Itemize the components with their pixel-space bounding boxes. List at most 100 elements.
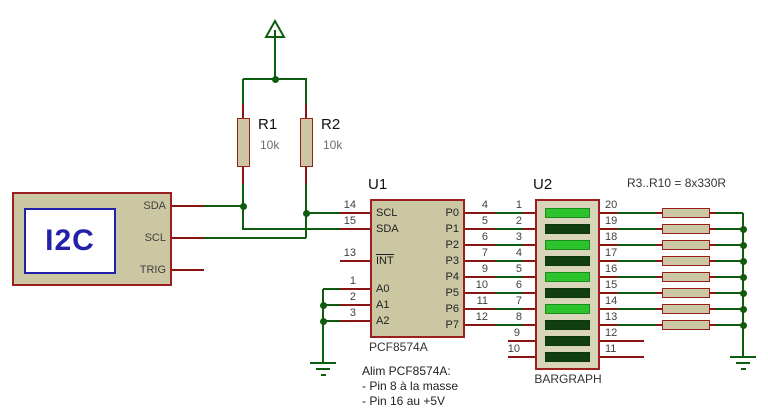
u1-pin-name: P3: [445, 255, 459, 267]
u1-pin-stub: [465, 276, 495, 278]
u1-pin-stub: [465, 260, 495, 262]
u1-pin-stub: [465, 228, 495, 230]
network-label: R3..R10 = 8x330R: [627, 176, 727, 190]
wire: [495, 276, 523, 278]
wire: [242, 79, 244, 104]
i2c-trig-pin: [172, 269, 204, 271]
u1-pin-number: 15: [343, 215, 356, 227]
u1-pin-name: P5: [445, 287, 459, 299]
u2-pin-stub: [600, 260, 618, 262]
u2-pin-stub: [508, 356, 535, 358]
u2-pin-number: 5: [515, 263, 522, 275]
note-line-2: - Pin 8 à la masse: [362, 379, 459, 393]
wire: [716, 244, 743, 246]
u1-pin-name: P2: [445, 239, 459, 251]
network-resistor-lead: [710, 276, 716, 278]
u2-pin-stub: [600, 308, 618, 310]
u1-pin-stub: [465, 308, 495, 310]
network-resistor-r3[interactable]: [662, 208, 710, 218]
wire: [618, 244, 656, 246]
junction-dot: [319, 317, 327, 325]
u2-pin-stub: [600, 340, 644, 342]
addr-ground-wire: [322, 289, 324, 362]
ground-icon: [316, 368, 330, 370]
wire: [716, 308, 743, 310]
network-resistor-lead: [656, 308, 662, 310]
u2-pin-stub: [600, 212, 618, 214]
u2-pin-number: 15: [605, 279, 618, 291]
u1-pin-name: A2: [376, 315, 390, 327]
led-segment-on: [545, 240, 590, 250]
wire: [495, 212, 523, 214]
led-segment-off: [545, 320, 590, 330]
wire: [495, 292, 523, 294]
u2-pin-number: 10: [507, 343, 520, 355]
led-segment-on: [545, 272, 590, 282]
u1-pcf8574a-chip[interactable]: [370, 199, 465, 338]
u2-pin-stub: [523, 244, 535, 246]
i2c-module[interactable]: I2C: [12, 192, 172, 286]
u1-pin-stub: [340, 228, 370, 230]
led-segment-off: [545, 336, 590, 346]
u1-pin-number: 1: [349, 275, 356, 287]
network-resistor-lead: [710, 244, 716, 246]
resistor-r1[interactable]: [237, 118, 250, 167]
network-resistor-lead: [710, 308, 716, 310]
network-resistor-r8[interactable]: [662, 288, 710, 298]
resistor-r2[interactable]: [300, 118, 313, 167]
u2-pin-stub: [523, 308, 535, 310]
u2-pin-number: 1: [515, 199, 522, 211]
u1-pin-stub: [340, 260, 370, 262]
wire: [716, 228, 743, 230]
network-resistor-lead: [710, 324, 716, 326]
u2-pin-number: 16: [605, 263, 618, 275]
u2-pin-number: 13: [605, 311, 618, 323]
network-resistor-lead: [656, 292, 662, 294]
wire: [716, 260, 743, 262]
led-segment-off: [545, 224, 590, 234]
u1-pin-number: 4: [481, 199, 488, 211]
power-wire: [274, 30, 276, 79]
u1-pin-name: A1: [376, 299, 390, 311]
network-resistor-r5[interactable]: [662, 240, 710, 250]
network-resistor-r7[interactable]: [662, 272, 710, 282]
u1-pin-number: 10: [475, 279, 488, 291]
network-resistor-r4[interactable]: [662, 224, 710, 234]
u2-pin-number: 12: [605, 327, 618, 339]
i2c-pin-label-scl: SCL: [144, 232, 166, 244]
led-segment-on: [545, 208, 590, 218]
network-resistor-lead: [656, 212, 662, 214]
network-resistor-r10[interactable]: [662, 320, 710, 330]
r1-value: 10k: [260, 138, 280, 152]
u2-pin-number: 4: [515, 247, 522, 259]
u1-pin-number: 14: [343, 199, 356, 211]
led-segment-off: [545, 288, 590, 298]
u2-pin-number: 7: [515, 295, 522, 307]
note-line-1: Alim PCF8574A:: [362, 364, 451, 378]
led-segment-on: [545, 304, 590, 314]
wire: [323, 320, 340, 322]
network-resistor-r6[interactable]: [662, 256, 710, 266]
u1-pin-stub: [340, 304, 370, 306]
u2-pin-number: 20: [605, 199, 618, 211]
wire: [618, 276, 656, 278]
network-resistor-r9[interactable]: [662, 304, 710, 314]
wire: [618, 324, 656, 326]
network-resistor-lead: [656, 324, 662, 326]
u1-pin-name-overlined: INT: [376, 254, 394, 267]
wire: [323, 288, 340, 290]
u2-pin-stub: [600, 276, 618, 278]
network-resistor-lead: [710, 292, 716, 294]
wire: [716, 324, 743, 326]
scl-wire: [306, 212, 341, 214]
wire: [495, 228, 523, 230]
u2-ref: U2: [533, 176, 553, 193]
u1-pin-stub: [465, 212, 495, 214]
wire: [618, 292, 656, 294]
i2c-pin-label-trig: TRIG: [139, 264, 166, 276]
u2-pin-stub: [600, 356, 644, 358]
r2-lead: [305, 167, 307, 184]
u1-pin-number: 2: [349, 291, 356, 303]
u2-pin-stub: [523, 324, 535, 326]
u1-pin-number: 11: [476, 295, 488, 307]
